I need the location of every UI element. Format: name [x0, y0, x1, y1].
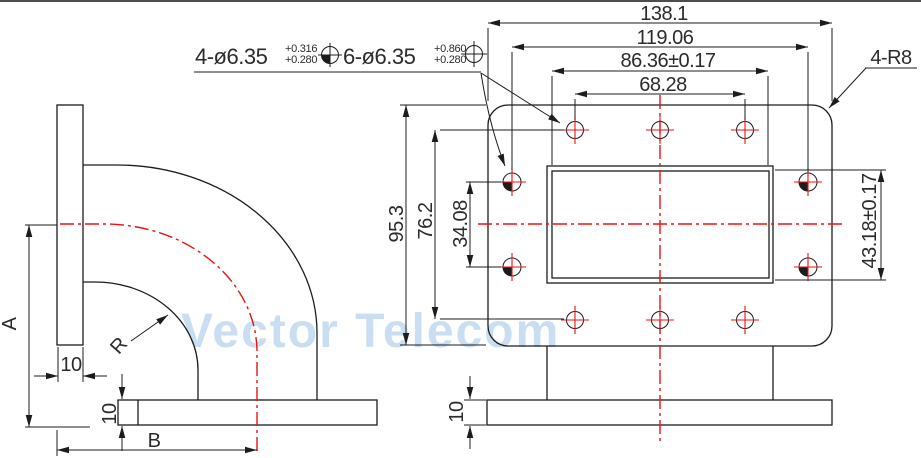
- side-view: A 10 10 B R: [0, 104, 378, 456]
- dim-aperture-height-text: 43.18±0.17: [859, 173, 881, 268]
- dim-aperture-width-text: 86.36±0.17: [621, 50, 716, 72]
- dim-plate-thickness: 10: [446, 376, 486, 449]
- bolt-hole-marked: [498, 253, 526, 281]
- leader-to-6hole: [480, 72, 561, 124]
- note-6-tol-lower: +0.280: [434, 54, 466, 66]
- dim-inner-hole-span: 68.28: [574, 74, 746, 120]
- dim-overall-width: 138.1: [487, 3, 833, 101]
- dim-inner-hole-span-text: 68.28: [639, 74, 687, 96]
- note-4-tol-upper: +0.316: [285, 43, 317, 55]
- target-symbol-filled-icon: [318, 43, 342, 67]
- radius-leader: [130, 314, 169, 342]
- bend-inner-wall: [83, 281, 199, 400]
- bolt-hole-marked: [498, 168, 526, 196]
- dim-overall-height: 95.3: [386, 104, 486, 346]
- corner-radius-text: 4-R8: [870, 47, 912, 69]
- bottom-flange-plate: [117, 399, 378, 426]
- bolt-hole-marked: [794, 168, 822, 196]
- note-4-holes-text: 4-ø6.35: [195, 44, 268, 69]
- dim-outer-hole-span: 119.06: [511, 27, 809, 170]
- bolt-hole: [646, 116, 674, 144]
- dim-R-text: R: [106, 333, 132, 358]
- bolt-hole: [561, 306, 589, 334]
- dim-aperture-height: 43.18±0.17: [775, 169, 886, 281]
- bend-centerline: [60, 223, 258, 452]
- dim-10b-text: 10: [99, 403, 121, 425]
- dim-overall-height-text: 95.3: [386, 205, 408, 242]
- leader-to-corner: [828, 67, 867, 109]
- dim-outer-hole-span-text: 119.06: [637, 27, 694, 49]
- bolt-holes-group6: [561, 116, 759, 334]
- bolt-hole: [561, 116, 589, 144]
- dim-hole-row-span-text: 76.2: [415, 202, 437, 239]
- front-view: 138.1 119.06 86.36±0.17 68.28 95.3: [386, 3, 886, 449]
- dim-10s-text: 10: [60, 354, 82, 376]
- bolt-hole-marked: [794, 253, 822, 281]
- bolt-hole: [731, 306, 759, 334]
- bolt-hole: [646, 306, 674, 334]
- bolt-hole: [731, 116, 759, 144]
- dim-hole-row-span: 76.2: [415, 129, 564, 320]
- dim-plate-thickness-text: 10: [446, 401, 468, 423]
- dim-aperture-width: 86.36±0.17: [551, 50, 769, 165]
- dim-mid-hole-span: 34.08: [450, 181, 501, 268]
- hole-callout: 4-ø6.35 +0.316 +0.280 6-ø6.35 +0.860 +0.…: [194, 41, 561, 167]
- dim-B-text: B: [148, 430, 161, 452]
- dim-overall-width-text: 138.1: [640, 3, 688, 25]
- note-6-tol-upper: +0.860: [434, 43, 466, 55]
- bend-outer-wall: [83, 164, 318, 400]
- corner-radius-note: 4-R8: [828, 47, 917, 109]
- side-flange-plate: [56, 104, 84, 346]
- watermark-text: Vector Telecom: [181, 305, 560, 358]
- bolt-holes-group4: [498, 168, 822, 281]
- target-symbol-icon: [461, 41, 487, 67]
- leader-to-4hole: [480, 72, 506, 167]
- note-4-tol-lower: +0.280: [285, 54, 317, 66]
- note-6-holes-text: 6-ø6.35: [343, 44, 416, 69]
- dim-mid-hole-span-text: 34.08: [450, 200, 472, 248]
- dim-A-text: A: [0, 316, 21, 330]
